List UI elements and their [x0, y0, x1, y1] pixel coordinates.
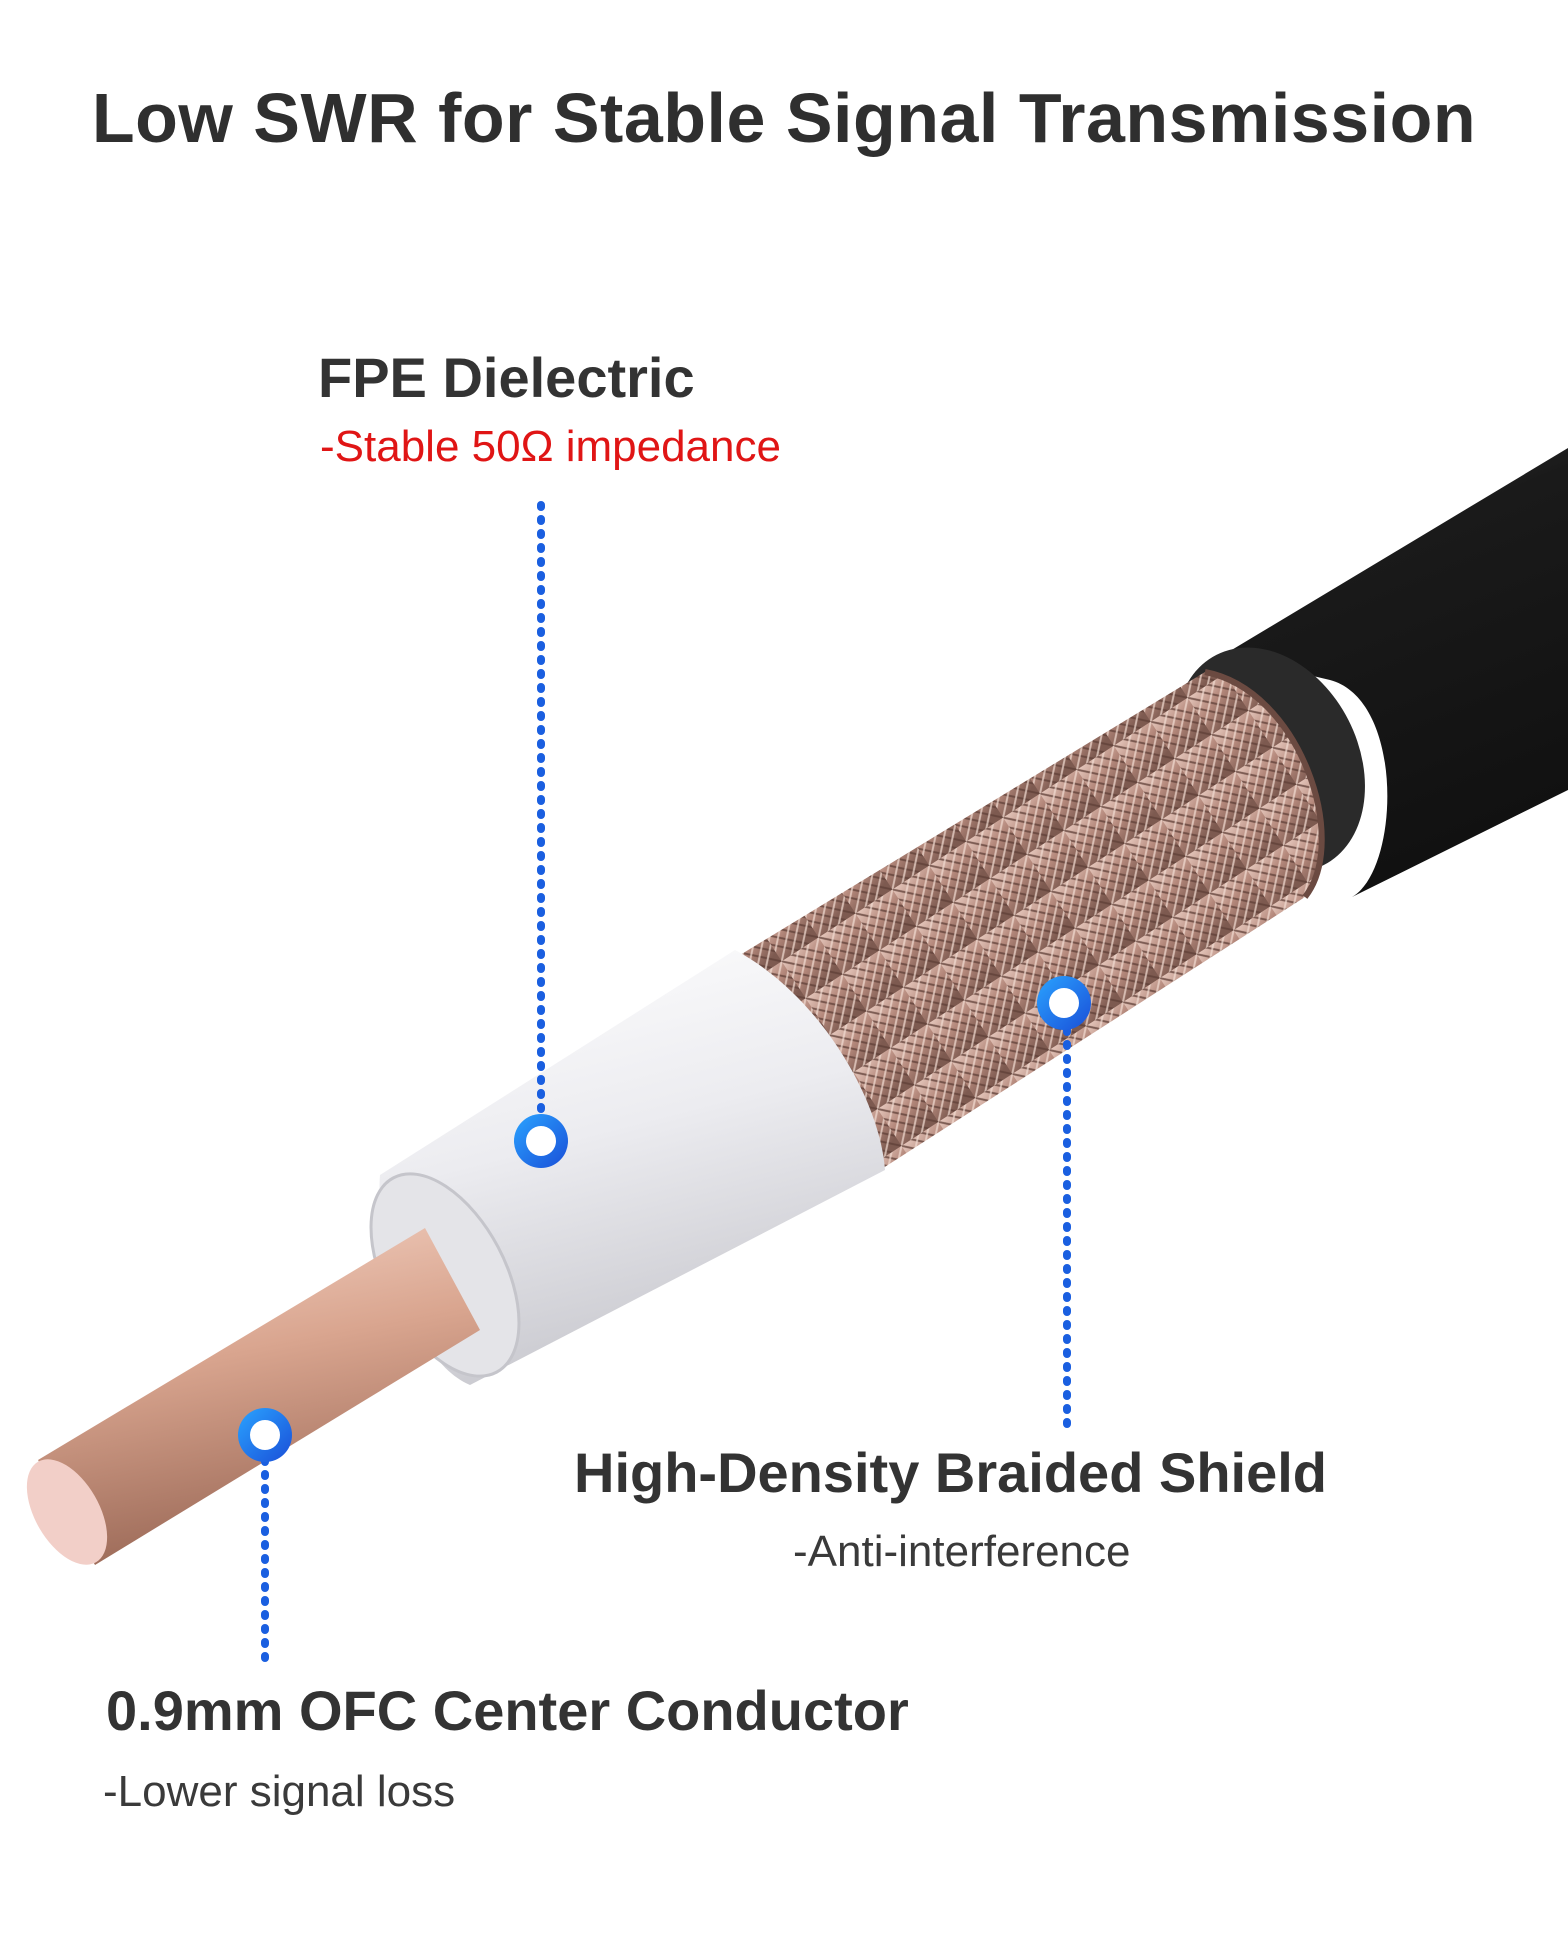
center-conductor	[38, 1228, 480, 1565]
dielectric-callout-heading: FPE Dielectric	[318, 346, 695, 409]
shield-marker-icon	[1037, 976, 1091, 1030]
conductor-marker-icon	[238, 1408, 292, 1462]
dielectric-callout-subtext: -Stable 50Ω impedance	[320, 422, 781, 471]
shield-callout-heading: High-Density Braided Shield	[574, 1441, 1327, 1504]
shield-callout-subtext: -Anti-interference	[793, 1527, 1131, 1576]
braided-shield	[740, 672, 1322, 1170]
outer-jacket	[1195, 448, 1568, 897]
conductor-callout-heading: 0.9mm OFC Center Conductor	[106, 1679, 909, 1742]
conductor-tip	[26, 1459, 108, 1565]
page-title: Low SWR for Stable Signal Transmission	[91, 79, 1477, 157]
dielectric-marker-icon	[514, 1114, 568, 1168]
conductor-callout-subtext: -Lower signal loss	[103, 1767, 456, 1816]
braid-edge	[1204, 669, 1325, 899]
